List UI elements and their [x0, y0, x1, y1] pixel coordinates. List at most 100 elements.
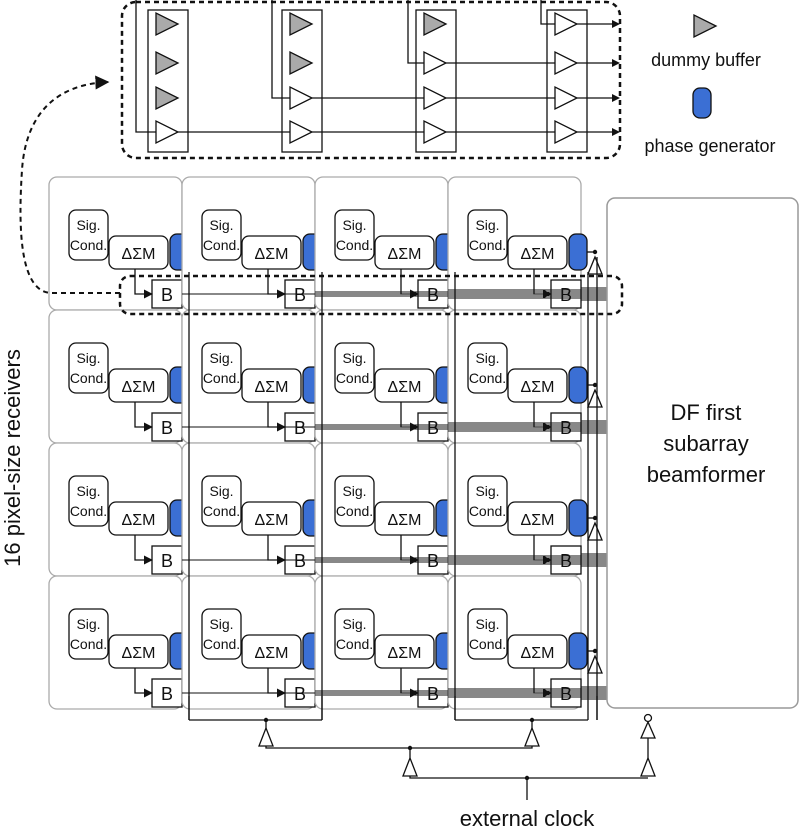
active-buffer [554, 11, 579, 37]
sig-cond-label: Sig. [342, 616, 366, 632]
sig-cond-label: Cond. [469, 636, 506, 652]
active-buffer [155, 119, 180, 145]
pixel-receiver: Sig. Cond. ΔΣM B [314, 309, 470, 444]
signal-conditioning-block [467, 608, 508, 660]
signal-conditioning-block [68, 342, 109, 394]
buffer-label: B [161, 418, 173, 438]
buffer-label: B [560, 285, 572, 305]
phase-generator-legend-icon [692, 87, 712, 119]
inset-input-wire [135, 0, 156, 133]
buffer-label: B [560, 551, 572, 571]
dsm-label: ΔΣM [255, 379, 289, 396]
buffer-label: B [427, 418, 439, 438]
sig-cond-label: Cond. [336, 370, 373, 386]
sig-cond-label: Cond. [469, 370, 506, 386]
output-arrowhead [612, 20, 620, 28]
signal-conditioning-block [334, 209, 375, 261]
clock-tree-buffer [640, 756, 656, 777]
inset-input-wire [540, 0, 555, 25]
junction-dot [592, 382, 598, 388]
signal-conditioning-block [334, 608, 375, 660]
buffer-label: B [161, 684, 173, 704]
dsm-label: ΔΣM [521, 246, 555, 263]
inverter-bubble [643, 713, 653, 723]
beamformer-box [606, 197, 799, 709]
dsm-label: ΔΣM [388, 379, 422, 396]
signal-conditioning-block [467, 342, 508, 394]
sig-cond-label: Sig. [209, 616, 233, 632]
clock-tree-buffer [524, 726, 540, 747]
inset-input-wire [407, 0, 424, 64]
buffer-label: B [294, 285, 306, 305]
sig-cond-label: Cond. [336, 503, 373, 519]
buffer-label: B [427, 551, 439, 571]
signal-conditioning-block [467, 475, 508, 527]
sig-cond-label: Sig. [209, 217, 233, 233]
inset-buffer-column [147, 9, 189, 153]
inset-buffer-column [415, 9, 457, 153]
signal-wires [182, 257, 607, 720]
dsm-label: ΔΣM [521, 645, 555, 662]
sig-cond-label: Sig. [342, 350, 366, 366]
inset-buffer-column [281, 9, 323, 153]
sig-cond-label: Sig. [342, 483, 366, 499]
sig-cond-label: Cond. [70, 370, 107, 386]
dummy-buffer [289, 11, 314, 37]
dsm-to-buffer-wire [134, 535, 153, 565]
active-buffer [554, 85, 579, 111]
sig-cond-label: Sig. [342, 217, 366, 233]
signal-conditioning-block [201, 209, 242, 261]
zoom-inset-border [120, 0, 622, 160]
dsm-label: ΔΣM [122, 379, 156, 396]
buffer-label: B [560, 684, 572, 704]
sig-cond-label: Cond. [70, 636, 107, 652]
dummy-buffer [289, 50, 314, 76]
sig-cond-label: Cond. [70, 237, 107, 253]
dsm-label: ΔΣM [122, 645, 156, 662]
sig-cond-label: Cond. [336, 636, 373, 652]
junction-dot [592, 648, 598, 654]
dsm-to-buffer-wire [134, 269, 153, 299]
legend-dummy-buffer: dummy buffer [651, 50, 761, 70]
junction-dot [592, 249, 598, 255]
buffer-block [151, 545, 183, 575]
output-arrowhead [612, 128, 620, 136]
clock-tree-buffer [640, 720, 656, 739]
phase-generator [568, 366, 588, 404]
output-arrowhead [612, 59, 620, 67]
sig-cond-label: Sig. [209, 483, 233, 499]
dsm-label: ΔΣM [255, 246, 289, 263]
sig-cond-label: Cond. [469, 503, 506, 519]
beamformer-line-3: beamformer [647, 462, 766, 487]
signal-conditioning-block [68, 475, 109, 527]
clock-tree-buffer [402, 756, 418, 777]
dummy-buffer [155, 85, 180, 111]
junction-dot [592, 515, 598, 521]
side-label: 16 pixel-size receivers [0, 349, 25, 567]
signal-conditioning-block [334, 342, 375, 394]
sig-cond-label: Cond. [203, 503, 240, 519]
beamformer-line-1: DF first [671, 400, 742, 425]
signal-conditioning-block [334, 475, 375, 527]
zoom-inset [120, 0, 622, 160]
dsm-label: ΔΣM [388, 645, 422, 662]
clock-tree [188, 696, 656, 800]
sig-cond-label: Cond. [336, 237, 373, 253]
buffer-label: B [427, 285, 439, 305]
active-buffer [289, 119, 314, 145]
dummy-buffer [423, 11, 448, 37]
dummy-buffer [155, 11, 180, 37]
sig-cond-label: Cond. [203, 636, 240, 652]
sig-cond-label: Sig. [76, 217, 100, 233]
clock-buffer [587, 654, 603, 674]
